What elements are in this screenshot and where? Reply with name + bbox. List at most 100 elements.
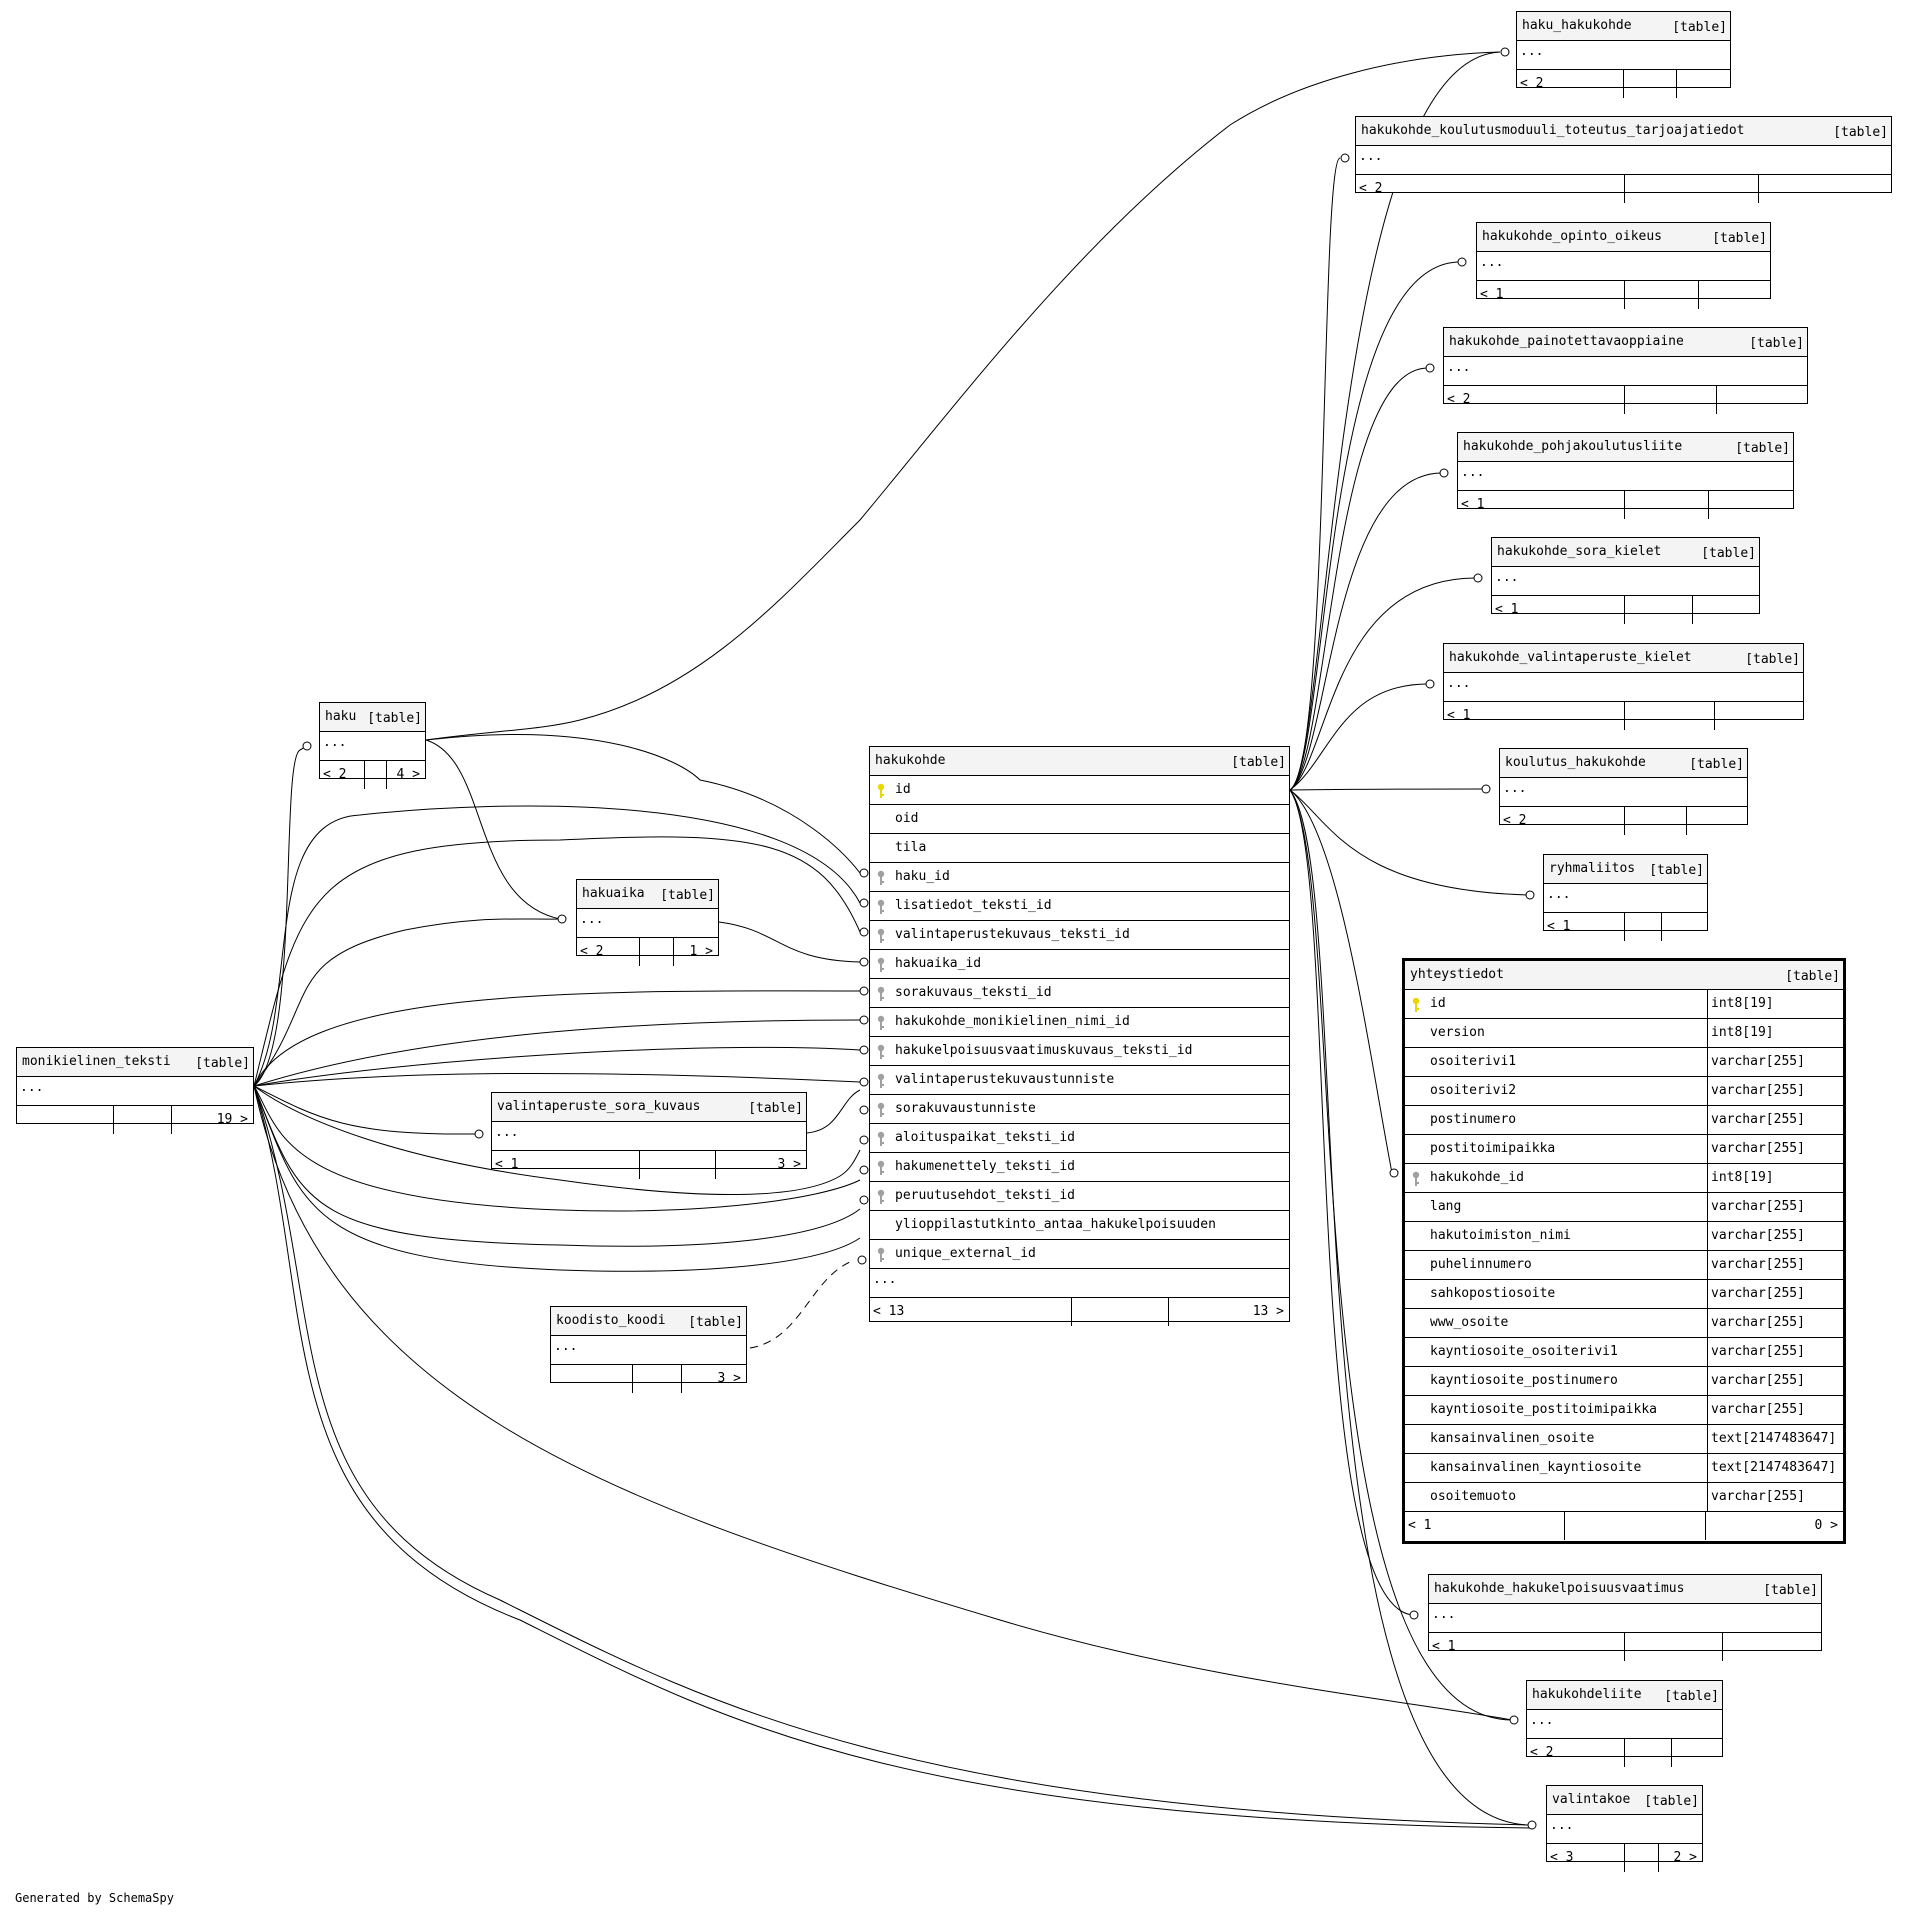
column-row[interactable]: hakukelpoisuusvaatimuskuvaus_teksti_id [870, 1037, 1289, 1066]
more-columns-row[interactable]: ... [1517, 41, 1730, 70]
parent-count[interactable]: < 1 [1432, 1639, 1456, 1654]
more-columns-ellipsis[interactable]: ... [1495, 570, 1519, 585]
column-name[interactable]: kayntiosoite_osoiterivi1 [1430, 1344, 1618, 1359]
more-columns-row[interactable]: ... [1477, 252, 1770, 281]
table-header[interactable]: koodisto_koodi[table] [551, 1307, 746, 1336]
table-header[interactable]: hakukohde_painotettavaoppiaine[table] [1444, 328, 1807, 357]
table-header[interactable]: hakukohde_hakukelpoisuusvaatimus[table] [1429, 1575, 1821, 1604]
parent-count[interactable]: < 3 [1550, 1850, 1574, 1865]
column-name[interactable]: version [1430, 1025, 1485, 1040]
table-header[interactable]: hakukohde_koulutusmoduuli_toteutus_tarjo… [1356, 117, 1891, 146]
parent-count[interactable]: < 13 [873, 1304, 905, 1319]
column-name[interactable]: hakumenettely_teksti_id [895, 1159, 1076, 1174]
table-header[interactable]: hakukohde_valintaperuste_kielet[table] [1444, 644, 1803, 673]
table-hakukohde-sora-kielet[interactable]: hakukohde_sora_kielet[table]...< 1 [1491, 537, 1760, 624]
child-count[interactable] [1698, 281, 1770, 309]
column-name[interactable]: valintaperustekuvaus_teksti_id [895, 927, 1130, 942]
table-name[interactable]: hakukohde_pohjakoulutusliite [1463, 439, 1683, 454]
parent-count[interactable]: < 1 [1447, 708, 1471, 723]
child-count[interactable]: 13 > [1168, 1298, 1289, 1326]
table-hakukohde-hakukelpoisuusvaatimus[interactable]: hakukohde_hakukelpoisuusvaatimus[table].… [1428, 1574, 1822, 1661]
more-columns-ellipsis[interactable]: ... [1503, 781, 1527, 796]
more-columns-row[interactable]: ... [1547, 1815, 1702, 1844]
column-name[interactable]: kayntiosoite_postitoimipaikka [1430, 1402, 1657, 1417]
table-header[interactable]: hakukohde_opinto_oikeus[table] [1477, 223, 1770, 252]
parent-count[interactable]: < 2 [1447, 392, 1471, 407]
table-name[interactable]: haku_hakukohde [1522, 18, 1632, 33]
table-hakukohde-painotettavaoppiaine[interactable]: hakukohde_painotettavaoppiaine[table]...… [1443, 327, 1808, 414]
more-columns-row[interactable]: ... [1356, 146, 1891, 175]
table-name[interactable]: koulutus_hakukohde [1505, 755, 1646, 770]
table-header[interactable]: ryhmaliitos[table] [1544, 855, 1707, 884]
column-name[interactable]: osoitemuoto [1430, 1489, 1517, 1504]
more-columns-row[interactable]: ... [1458, 462, 1793, 491]
table-header[interactable]: hakuaika[table] [577, 880, 718, 909]
table-name[interactable]: haku [325, 709, 357, 724]
column-name[interactable]: puhelinnumero [1430, 1257, 1532, 1272]
child-count[interactable] [1661, 913, 1707, 941]
table-koodisto-koodi[interactable]: koodisto_koodi[table]...3 > [550, 1306, 747, 1393]
column-name[interactable]: kayntiosoite_postinumero [1430, 1373, 1618, 1388]
column-name[interactable]: aloituspaikat_teksti_id [895, 1130, 1076, 1145]
table-name[interactable]: hakukohdeliite [1532, 1687, 1642, 1702]
parent-count[interactable]: < 2 [1520, 76, 1544, 91]
column-row[interactable]: unique_external_id [870, 1240, 1289, 1269]
parent-count[interactable]: < 2 [1359, 181, 1383, 196]
column-name[interactable]: id [895, 782, 911, 797]
child-count[interactable]: 3 > [681, 1365, 746, 1393]
table-header[interactable]: valintaperuste_sora_kuvaus[table] [492, 1093, 806, 1122]
more-columns-row[interactable]: ... [1492, 567, 1759, 596]
table-name[interactable]: hakukohde_hakukelpoisuusvaatimus [1434, 1581, 1685, 1596]
child-count[interactable] [1692, 596, 1759, 624]
column-name[interactable]: peruutusehdot_teksti_id [895, 1188, 1076, 1203]
column-row[interactable]: hakumenettely_teksti_id [870, 1153, 1289, 1182]
column-name[interactable]: postitoimipaikka [1430, 1141, 1556, 1156]
column-row[interactable]: sorakuvaus_teksti_id [870, 979, 1289, 1008]
more-columns-row[interactable]: ... [1444, 673, 1803, 702]
child-count[interactable] [1714, 702, 1803, 730]
table-header[interactable]: koulutus_hakukohde[table] [1500, 749, 1747, 778]
column-name[interactable]: hakukohde_monikielinen_nimi_id [895, 1014, 1130, 1029]
more-columns-row[interactable]: ... [1527, 1710, 1722, 1739]
column-row[interactable]: hakuaika_id [870, 950, 1289, 979]
more-columns-row[interactable]: ... [1429, 1604, 1821, 1633]
column-name[interactable]: oid [895, 811, 919, 826]
more-columns-ellipsis[interactable]: ... [1447, 360, 1471, 375]
more-columns-row[interactable]: ... [1444, 357, 1807, 386]
column-name[interactable]: postinumero [1430, 1112, 1517, 1127]
more-columns-row[interactable]: ... [870, 1269, 1289, 1298]
table-hakukohde-opinto-oikeus[interactable]: hakukohde_opinto_oikeus[table]...< 1 [1476, 222, 1771, 309]
table-name[interactable]: hakukohde_opinto_oikeus [1482, 229, 1663, 244]
child-count[interactable] [1671, 1739, 1722, 1767]
column-name[interactable]: hakutoimiston_nimi [1430, 1228, 1571, 1243]
column-name[interactable]: sorakuvaus_teksti_id [895, 985, 1052, 1000]
parent-count[interactable] [551, 1365, 632, 1393]
table-ryhmaliitos[interactable]: ryhmaliitos[table]...< 1 [1543, 854, 1708, 941]
column-name[interactable]: tila [895, 840, 927, 855]
table-name[interactable]: hakukohde_valintaperuste_kielet [1449, 650, 1692, 665]
table-name[interactable]: hakukohde_painotettavaoppiaine [1449, 334, 1684, 349]
column-name[interactable]: hakukohde_id [1430, 1170, 1524, 1185]
more-columns-ellipsis[interactable]: ... [1447, 676, 1471, 691]
more-columns-ellipsis[interactable]: ... [1359, 149, 1383, 164]
column-name[interactable]: osoiterivi1 [1430, 1054, 1517, 1069]
child-count[interactable] [1716, 386, 1807, 414]
more-columns-ellipsis[interactable]: ... [1550, 1818, 1574, 1833]
table-header[interactable]: hakukohde_pohjakoulutusliite[table] [1458, 433, 1793, 462]
child-count[interactable]: 3 > [715, 1151, 806, 1179]
table-header[interactable]: monikielinen_teksti[table] [17, 1048, 253, 1077]
column-name[interactable]: kansainvalinen_kayntiosoite [1430, 1460, 1642, 1475]
table-monikielinen-teksti[interactable]: monikielinen_teksti[table]...19 > [16, 1047, 254, 1134]
parent-count[interactable]: < 1 [1461, 497, 1485, 512]
table-header[interactable]: haku_hakukohde[table] [1517, 12, 1730, 41]
